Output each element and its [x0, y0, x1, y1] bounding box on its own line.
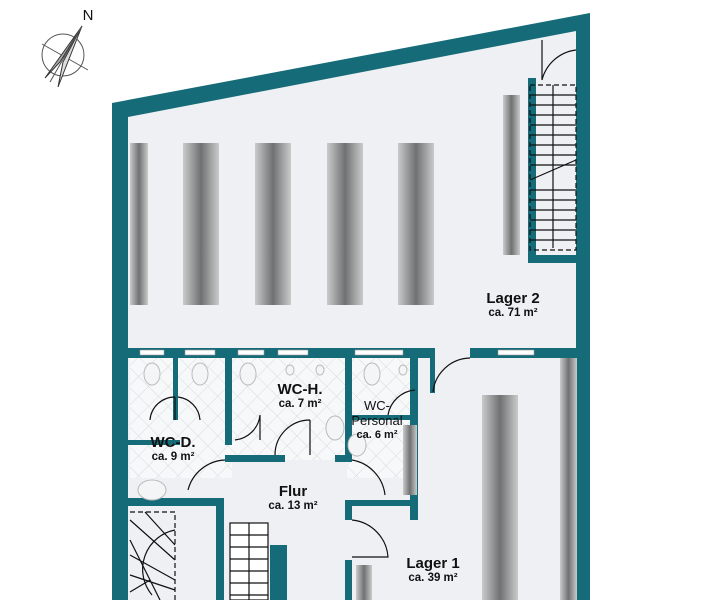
room-name: Lager 2	[486, 290, 540, 307]
room-area: ca. 6 m²	[356, 429, 398, 441]
room-area: ca. 13 m²	[268, 500, 318, 512]
north-arrow-icon	[41, 25, 89, 88]
room-name: Flur	[278, 483, 308, 500]
room-area: ca. 71 m²	[488, 307, 538, 319]
room-name: Lager 1	[406, 555, 460, 572]
room-area: ca. 39 m²	[408, 572, 458, 584]
room-label-lager-1: Lager 1 ca. 39 m²	[406, 555, 459, 584]
room-label-lager-2: Lager 2 ca. 71 m²	[486, 290, 539, 319]
windows	[139, 349, 535, 356]
room-label-flur: Flur ca. 13 m²	[268, 483, 317, 512]
toilet-icons	[137, 362, 408, 501]
room-name: WC-D.	[150, 434, 196, 451]
staircase-spiral	[129, 511, 176, 600]
room-label-wc-d: WC-D. ca. 9 m²	[151, 434, 196, 463]
room-name: WC- Personal	[351, 398, 403, 428]
shelves	[130, 95, 577, 600]
room-area: ca. 9 m²	[151, 451, 195, 463]
staircase-flur	[229, 522, 269, 600]
staircase-upper	[529, 84, 577, 251]
doors	[149, 40, 577, 558]
room-area: ca. 7 m²	[278, 398, 322, 410]
room-name: WC-H.	[277, 381, 323, 398]
room-label-wc-personal: WC- Personal ca. 6 m²	[351, 398, 402, 443]
compass-label: N	[82, 7, 94, 24]
room-label-wc-h: WC-H. ca. 7 m²	[278, 381, 323, 410]
